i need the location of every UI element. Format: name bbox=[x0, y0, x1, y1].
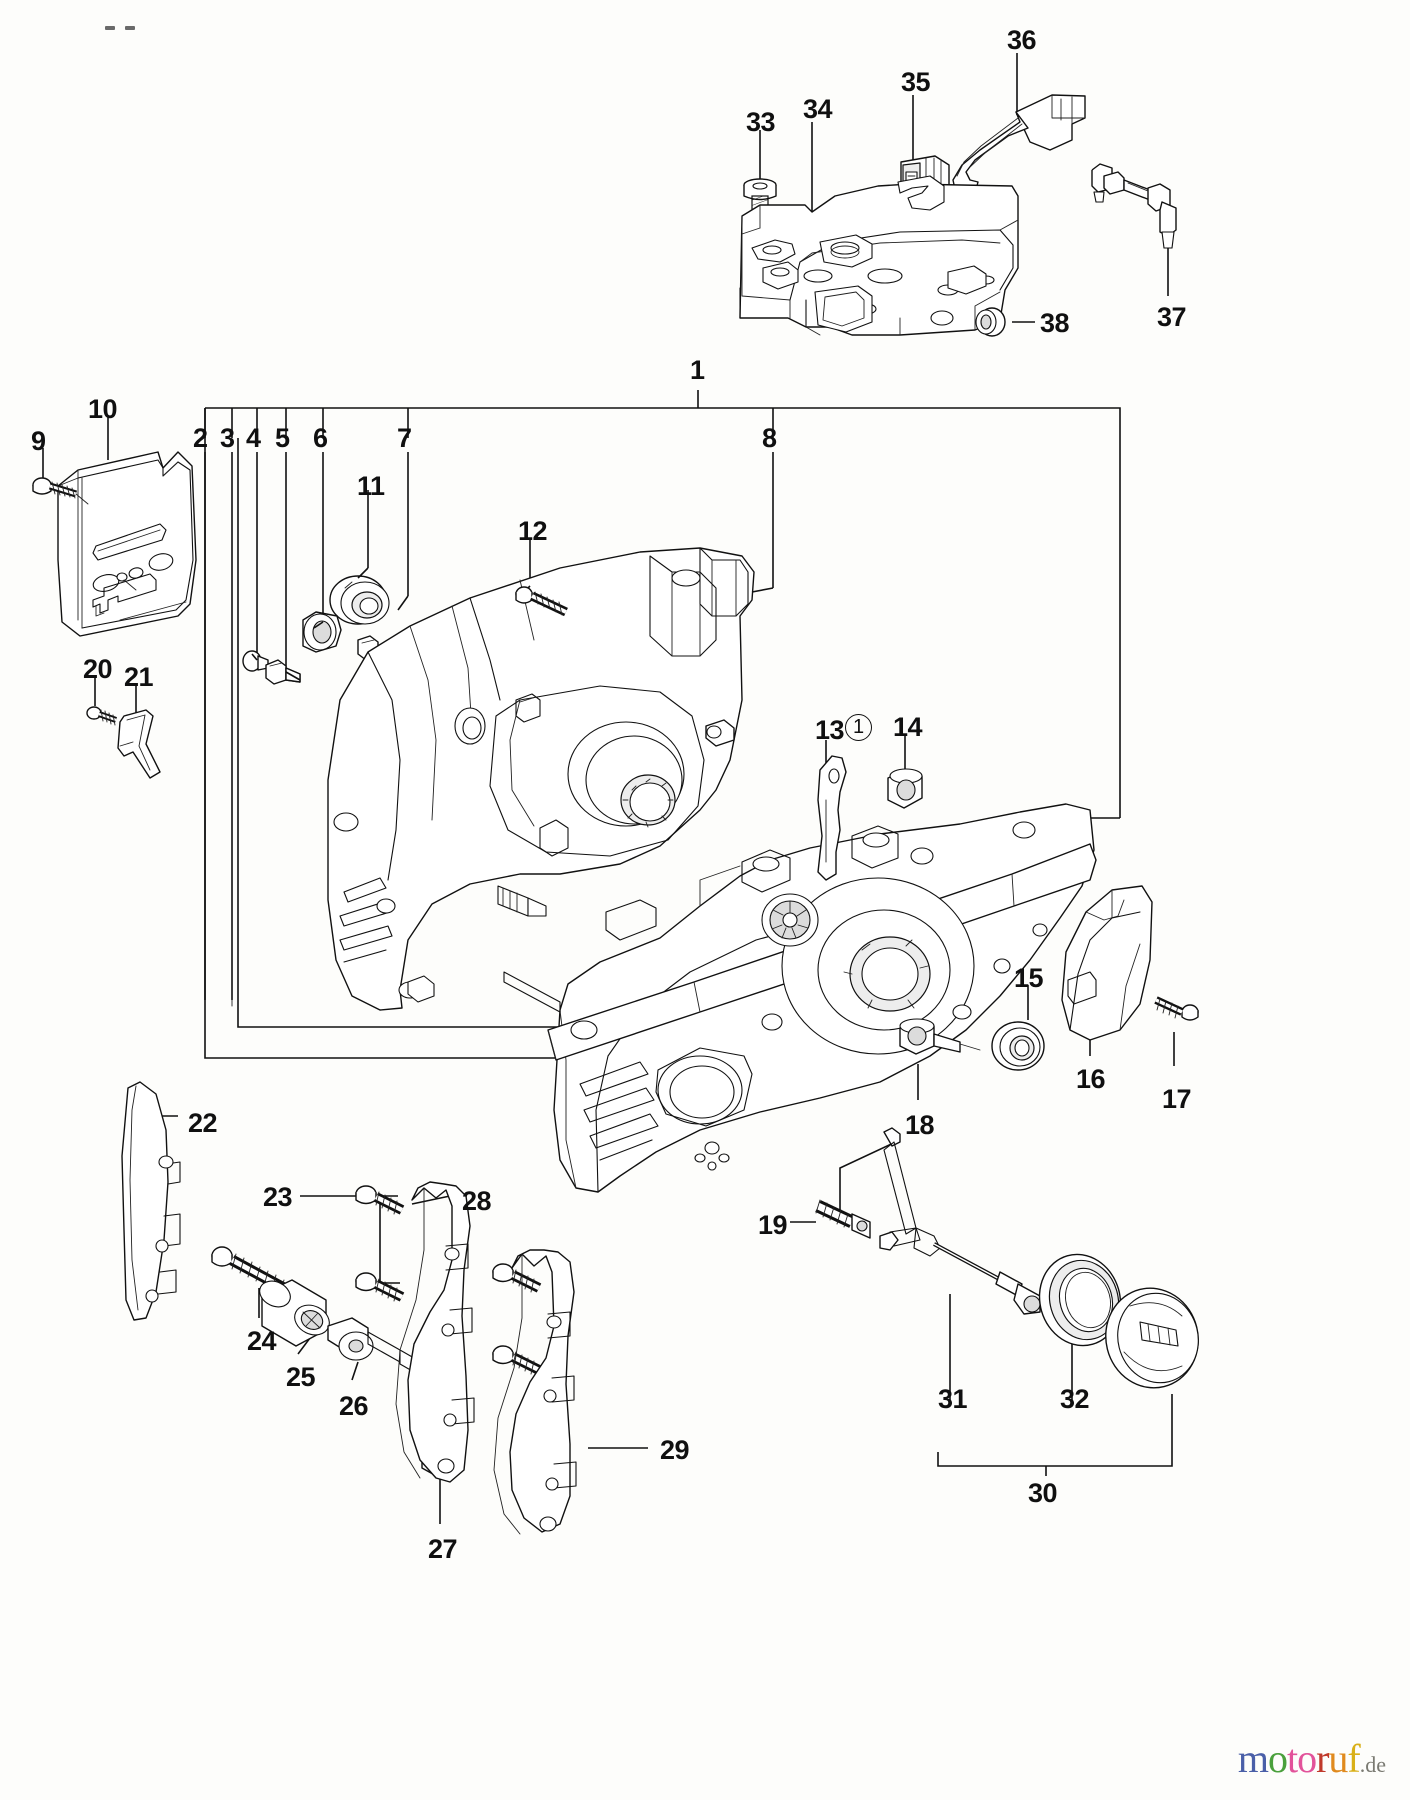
handle-housing-assembly bbox=[739, 53, 1177, 337]
stud-part-3 bbox=[265, 659, 301, 685]
callout-35: 35 bbox=[901, 67, 931, 97]
assembly-30-bracket bbox=[937, 1394, 1173, 1476]
chain-catcher-part bbox=[817, 755, 847, 881]
callout-36: 36 bbox=[1007, 25, 1037, 55]
watermark-letter-r: r bbox=[1316, 1736, 1329, 1781]
callout-17: 17 bbox=[1162, 1084, 1192, 1114]
ball-bearing-right-part bbox=[991, 1021, 1045, 1071]
top-crop-mark-1 bbox=[105, 26, 115, 30]
callout-24: 24 bbox=[247, 1326, 277, 1356]
oil-pump-fitting-part bbox=[899, 1018, 981, 1055]
callout-28: 28 bbox=[462, 1186, 492, 1216]
cap-gasket-ring-part bbox=[1038, 1253, 1122, 1347]
watermark-letter-o2: o bbox=[1297, 1736, 1317, 1781]
callout-37: 37 bbox=[1157, 302, 1187, 332]
retaining-clip-part bbox=[117, 709, 161, 779]
shield-screw-part bbox=[1154, 996, 1199, 1021]
throttle-lever-part bbox=[952, 94, 1086, 200]
callout-10: 10 bbox=[88, 394, 118, 424]
callout-19: 19 bbox=[758, 1210, 788, 1240]
watermark-letter-m: m bbox=[1237, 1736, 1269, 1781]
callout-29: 29 bbox=[660, 1435, 690, 1465]
clutch-cover-part bbox=[57, 451, 197, 637]
spacer-bushing-part bbox=[887, 768, 923, 809]
callout-16: 16 bbox=[1076, 1064, 1106, 1094]
callout-1: 1 bbox=[690, 355, 705, 385]
callout-6: 6 bbox=[313, 423, 328, 453]
callout-21: 21 bbox=[124, 662, 154, 692]
clip-screw-part bbox=[86, 706, 117, 726]
callout-30: 30 bbox=[1028, 1478, 1058, 1508]
bar-stud-part-upper bbox=[355, 1185, 405, 1215]
motoruf-watermark: motoruf.de bbox=[1238, 1735, 1386, 1782]
crankcase-half-left-part bbox=[327, 547, 755, 1011]
callout-22: 22 bbox=[188, 1108, 218, 1138]
handle-housing-part bbox=[739, 175, 1019, 336]
outer-plate-part bbox=[493, 1249, 577, 1535]
callout-33: 33 bbox=[746, 107, 776, 137]
fuel-line-fitting-part bbox=[1091, 163, 1177, 249]
watermark-letter-f: f bbox=[1347, 1736, 1360, 1781]
ball-bearing-part bbox=[329, 575, 390, 625]
top-crop-mark-2 bbox=[125, 26, 135, 30]
watermark-letter-o1: o bbox=[1267, 1736, 1288, 1781]
assembly-1-bracket bbox=[204, 390, 1121, 1059]
callout-4: 4 bbox=[246, 423, 261, 453]
callout-14: 14 bbox=[893, 712, 923, 742]
bar-stud-part-right-upper bbox=[492, 1263, 542, 1293]
callout-31: 31 bbox=[938, 1384, 968, 1414]
callout-34: 34 bbox=[803, 94, 833, 124]
callout-13-note: 1 bbox=[845, 714, 872, 741]
callout-12: 12 bbox=[518, 516, 548, 546]
cover-screw-part bbox=[32, 477, 89, 505]
pin-part-4 bbox=[242, 650, 269, 672]
oil-seal-left-part bbox=[302, 611, 342, 653]
callout-8: 8 bbox=[762, 423, 777, 453]
crankcase-half-right-part bbox=[503, 803, 1097, 1193]
heat-shield-part bbox=[1061, 885, 1153, 1041]
bar-stud-part-right-lower bbox=[492, 1345, 542, 1375]
assembly-23-bracket bbox=[300, 1195, 400, 1284]
watermark-suffix: .de bbox=[1359, 1752, 1386, 1777]
crankcase-bolt-part bbox=[515, 586, 568, 617]
callout-20: 20 bbox=[83, 654, 113, 684]
cap-retainer-rod-part bbox=[879, 1127, 1041, 1315]
callout-7: 7 bbox=[397, 423, 412, 453]
gasket-plate-part bbox=[121, 1081, 181, 1321]
grommet-part bbox=[975, 307, 1006, 337]
watermark-letter-u: u bbox=[1328, 1736, 1348, 1781]
bar-stud-part-lower bbox=[355, 1272, 405, 1302]
callout-15: 15 bbox=[1014, 963, 1044, 993]
callout-32: 32 bbox=[1060, 1384, 1090, 1414]
callout-3: 3 bbox=[220, 423, 235, 453]
callout-2: 2 bbox=[193, 423, 208, 453]
tensioner-washer-part bbox=[327, 1317, 415, 1373]
callout-27: 27 bbox=[428, 1534, 458, 1564]
callout-38: 38 bbox=[1040, 308, 1070, 338]
callout-9: 9 bbox=[31, 426, 46, 456]
tensioner-sleeve-part bbox=[259, 1279, 330, 1347]
dowel-pin-part bbox=[705, 719, 735, 747]
watermark-letter-t: t bbox=[1286, 1736, 1298, 1781]
set-screw-part bbox=[815, 1199, 871, 1239]
callout-23: 23 bbox=[263, 1182, 293, 1212]
assembly-19-bracket bbox=[790, 1139, 901, 1223]
callout-11: 11 bbox=[357, 471, 385, 501]
callout-26: 26 bbox=[339, 1391, 369, 1421]
fuel-cap-part bbox=[1105, 1287, 1199, 1389]
inner-plate-part bbox=[395, 1181, 475, 1483]
callout-18: 18 bbox=[905, 1110, 935, 1140]
callout-5: 5 bbox=[275, 423, 290, 453]
callout-25: 25 bbox=[286, 1362, 316, 1392]
callout-13: 13 bbox=[815, 715, 845, 745]
